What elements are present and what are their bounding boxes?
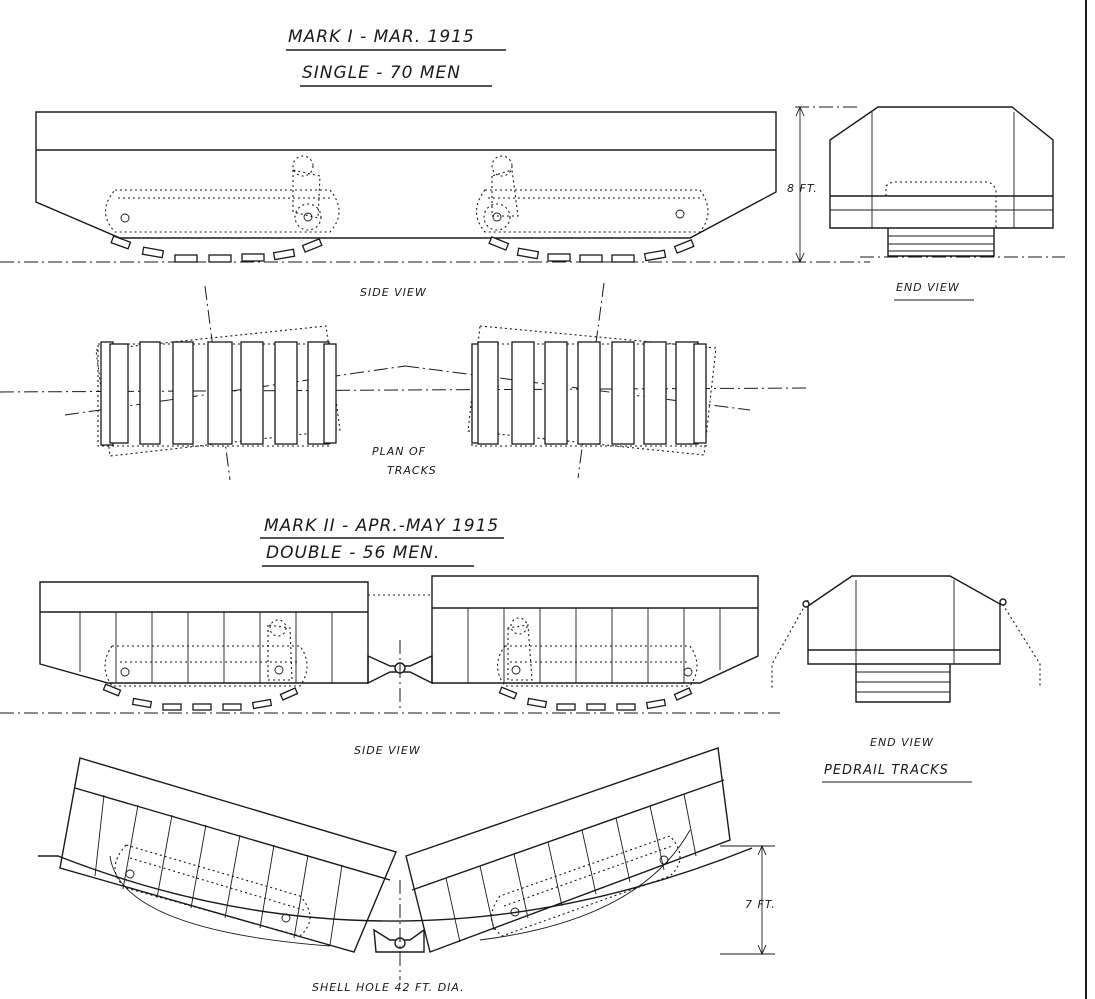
mark1-plan-label-line2: TRACKS: [387, 464, 437, 477]
mark1-subtitle: SINGLE - 70 MEN: [302, 63, 461, 83]
mark2-side-view: [0, 575, 780, 714]
mark2-subtitle: DOUBLE - 56 MEN.: [266, 543, 440, 563]
mark1-title: MARK I - MAR. 1915: [288, 27, 475, 47]
mark2-side-view-label: SIDE VIEW: [354, 744, 421, 757]
mark2-tracks-label: PEDRAIL TRACKS: [824, 763, 949, 778]
mark1-height-label: 8 FT.: [787, 182, 818, 195]
mark1-side-view-label: SIDE VIEW: [360, 286, 427, 299]
mark1-end-view-label: END VIEW: [896, 281, 960, 294]
mark2-title: MARK II - APR.-MAY 1915: [264, 516, 499, 536]
mark2-end-view: [771, 575, 1041, 703]
mark2-shell-hole-label: SHELL HOLE 42 FT. DIA.: [312, 981, 465, 994]
mark2-end-view-label: END VIEW: [870, 736, 934, 749]
mark1-plan-label-line1: PLAN OF: [372, 445, 426, 458]
mark1-height-dimension: 8 FT.: [787, 105, 818, 264]
mark2-depth-dimension: 7 FT.: [720, 844, 776, 956]
mark1-side-view: [0, 106, 870, 263]
mark2-depth-label: 7 FT.: [745, 898, 776, 911]
mark2-shell-hole-view: [38, 747, 753, 980]
mark1-end-view: [829, 106, 1065, 258]
mark1-plan-of-tracks: [0, 282, 809, 481]
